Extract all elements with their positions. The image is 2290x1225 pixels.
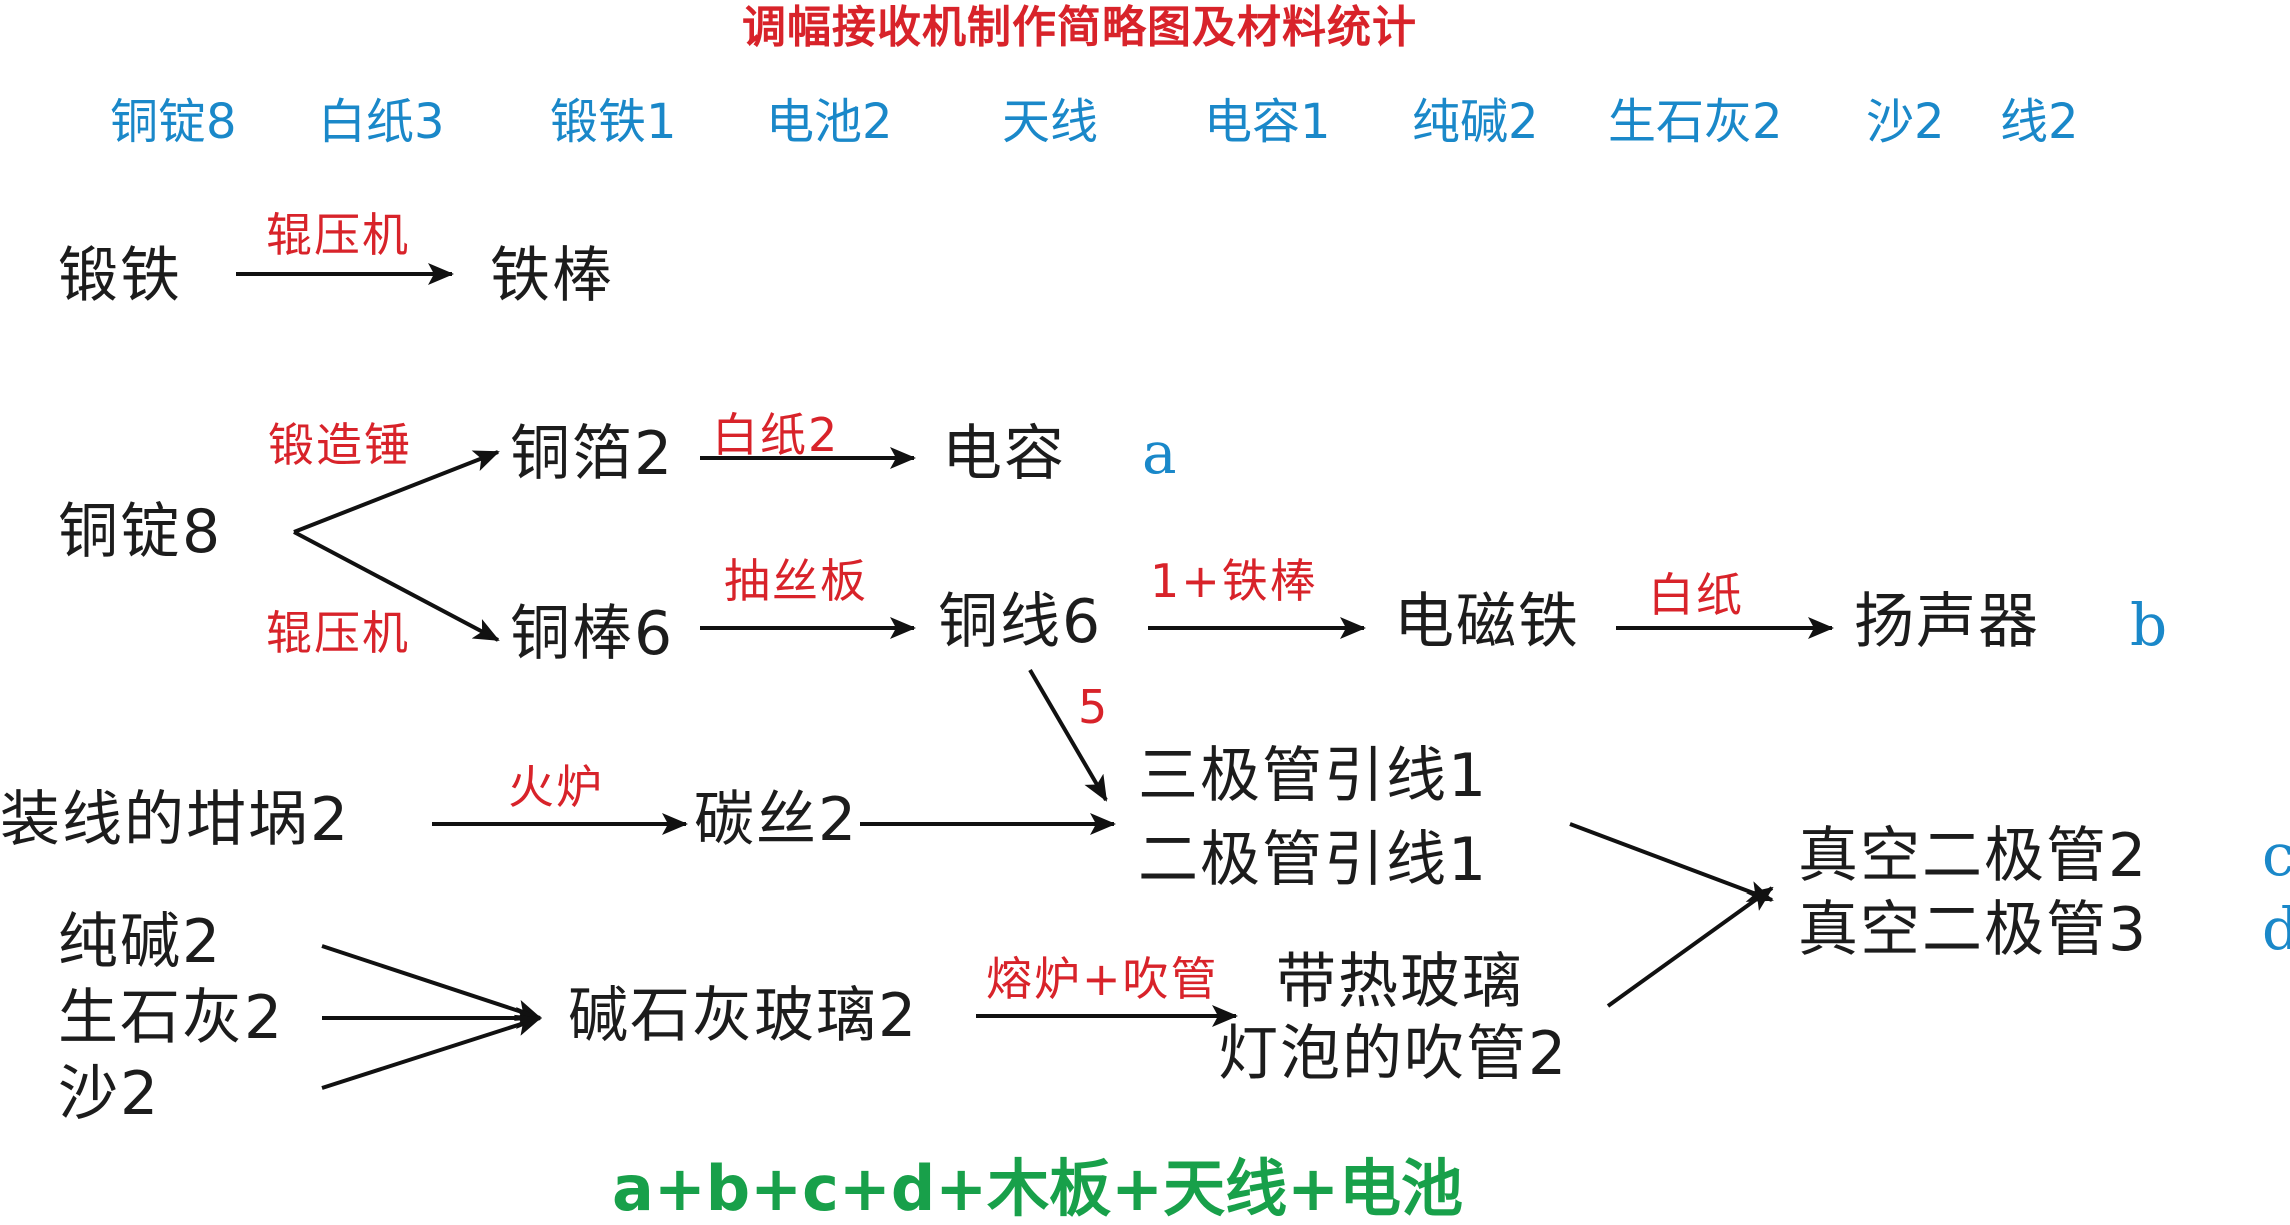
node-copper-rod: 铜棒6: [510, 599, 675, 669]
arrow-copper-ingot-to-rod: [293, 530, 500, 642]
node-wrought-iron: 锻铁: [58, 241, 182, 311]
node-crucible-with-wire: 装线的坩埚2: [0, 785, 351, 855]
label-roller-2: 辊压机: [266, 606, 410, 660]
node-copper-foil: 铜箔2: [510, 419, 675, 489]
label-draw-plate: 抽丝板: [724, 554, 868, 608]
material-battery: 电池2: [766, 94, 893, 150]
label-roller-1: 辊压机: [266, 208, 410, 262]
node-carbon-filament: 碳丝2: [694, 785, 859, 855]
diagram-title: 调幅接收机制作简略图及材料统计: [742, 2, 1417, 53]
material-wrought-iron: 锻铁1: [550, 94, 677, 150]
node-electromagnet: 电磁铁: [1394, 587, 1580, 657]
arrow-blowpipe-to-vacuum-diode: [1606, 886, 1774, 1008]
material-sand: 沙2: [1866, 94, 1945, 150]
node-triode-lead: 三极管引线1: [1138, 741, 1489, 811]
label-white-paper: 白纸: [1648, 568, 1744, 622]
label-furnace: 火炉: [508, 760, 604, 814]
label-forging-hammer: 锻造锤: [268, 418, 412, 472]
node-capacitor: 电容: [942, 419, 1066, 489]
material-copper-ingot: 铜锭8: [110, 94, 237, 150]
label-five: 5: [1078, 680, 1110, 734]
node-iron-rod: 铁棒: [490, 241, 614, 311]
material-antenna: 天线: [1002, 94, 1099, 150]
material-soda: 纯碱2: [1412, 94, 1539, 150]
node-soda-lime-glass: 碱石灰玻璃2: [568, 981, 919, 1051]
node-speaker: 扬声器: [1854, 587, 2040, 657]
node-diode-lead: 二极管引线1: [1138, 825, 1489, 895]
arrow-wire-to-leads: [1028, 668, 1108, 802]
material-wire: 线2: [2000, 94, 2079, 150]
node-bulb-blowpipe: 灯泡的吹管2: [1218, 1019, 1569, 1089]
node-soda: 纯碱2: [58, 907, 223, 977]
material-capacitor: 电容1: [1204, 94, 1331, 150]
tag-a: a: [1142, 419, 1177, 487]
arrow-sand-to-glass: [321, 1014, 542, 1090]
arrow-soda-to-glass: [321, 944, 542, 1021]
tag-d: d: [2262, 895, 2290, 963]
node-quicklime: 生石灰2: [58, 983, 285, 1053]
label-white-paper-2: 白纸2: [712, 408, 840, 462]
node-vacuum-diode-2: 真空二极管2: [1798, 821, 2149, 891]
arrow-leads-to-vacuum-diode: [1569, 822, 1774, 902]
node-vacuum-diode-3: 真空二极管3: [1798, 895, 2149, 965]
tag-c: c: [2262, 821, 2290, 889]
label-furnace-plus-blowpipe: 熔炉+吹管: [986, 952, 1219, 1006]
material-quicklime: 生石灰2: [1608, 94, 1783, 150]
node-hot-glass: 带热玻璃: [1276, 947, 1524, 1017]
assembly-formula: a+b+c+d+木板+天线+电池: [612, 1152, 1464, 1225]
node-copper-ingot: 铜锭8: [58, 497, 223, 567]
label-one-plus-iron-rod: 1+铁棒: [1150, 554, 1318, 608]
node-sand: 沙2: [58, 1059, 161, 1129]
node-copper-wire: 铜线6: [938, 587, 1103, 657]
tag-b: b: [2130, 591, 2168, 659]
material-white-paper: 白纸3: [318, 94, 445, 150]
arrow-copper-ingot-to-foil: [293, 450, 500, 534]
